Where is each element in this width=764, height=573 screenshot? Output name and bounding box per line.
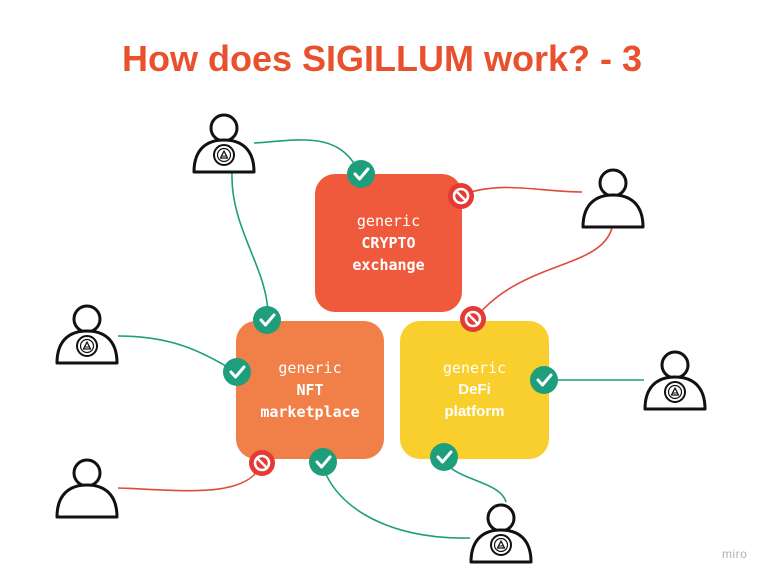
crypto-line1: generic: [356, 212, 421, 230]
platform-crypto-exchange: generic CRYPTO exchange: [315, 174, 462, 312]
sigillum-seal-icon: [213, 144, 235, 166]
defi-line3: platform: [444, 403, 505, 420]
platform-defi: generic DeFi platform: [400, 321, 549, 459]
line-bottom-center-nft: [321, 461, 471, 539]
defi-box-bg: [400, 321, 549, 459]
platform-nft-marketplace: generic NFT marketplace: [236, 321, 384, 459]
nft-line2: NFT: [296, 381, 324, 399]
user-bottom-center: [469, 503, 533, 564]
miro-watermark: miro: [722, 547, 748, 561]
line-top-right-crypto: [461, 186, 583, 196]
crypto-box-bg: [315, 174, 462, 312]
user-middle-right: [643, 350, 707, 411]
person-outline-icon: [581, 168, 645, 229]
defi-line1: generic: [442, 359, 507, 377]
user-top-right: [581, 168, 645, 229]
sigillum-seal-icon: [664, 381, 686, 403]
line-bottom-left-nft: [117, 461, 263, 492]
user-middle-left: [55, 304, 119, 365]
diagram-title: How does SIGILLUM work? - 3: [121, 38, 643, 79]
crypto-line3: exchange: [352, 256, 425, 274]
nft-line1: generic: [278, 359, 342, 377]
user-top-left: [192, 113, 256, 174]
sigillum-seal-icon: [76, 335, 98, 357]
line-top-left-crypto: [253, 139, 361, 175]
sigillum-seal-icon: [490, 534, 512, 556]
line-top-left-nft: [231, 171, 269, 321]
nft-line3: marketplace: [260, 403, 360, 421]
defi-line2: DeFi: [458, 381, 491, 398]
person-outline-icon: [55, 458, 119, 519]
crypto-line2: CRYPTO: [361, 234, 416, 252]
user-bottom-left: [55, 458, 119, 519]
line-top-right-defi: [473, 227, 613, 321]
nft-box-bg: [236, 321, 384, 459]
line-middle-left-nft: [117, 335, 237, 373]
